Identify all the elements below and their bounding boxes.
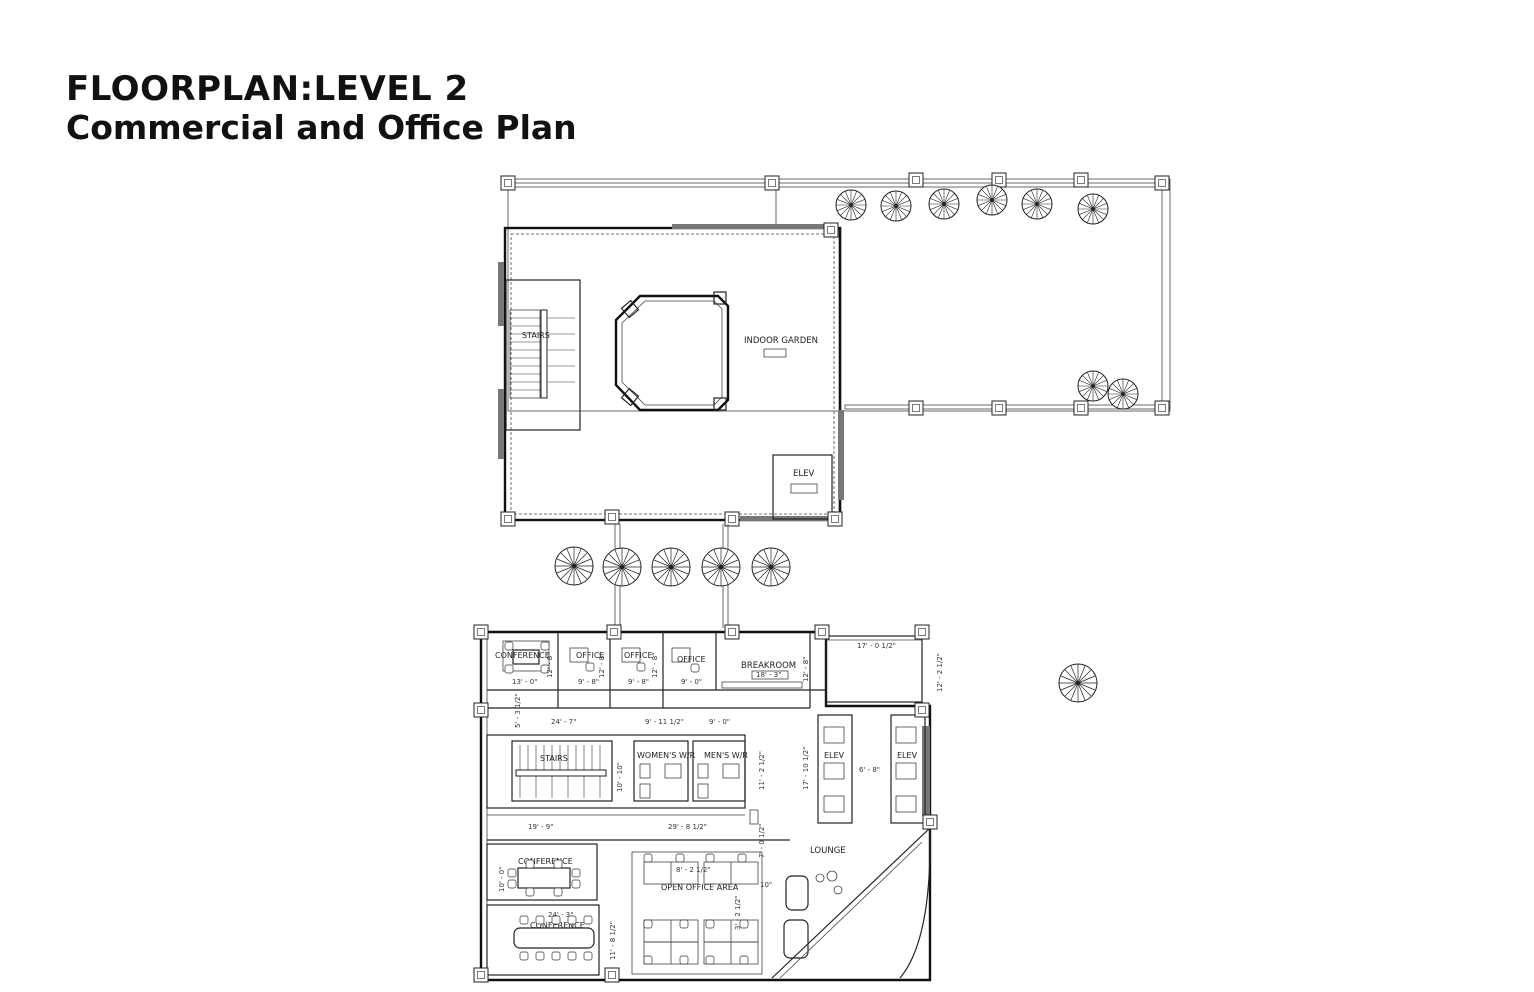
conference-3-room [486,904,600,976]
dim-wr-h: 11' - 2 1/2" [758,751,766,790]
title-block: FLOORPLAN:LEVEL 2 Commercial and Office … [66,70,577,148]
open-office-area [631,851,763,975]
dim-conf1-w: 13' - 0" [512,678,537,686]
dim-open-gap: 10" [760,881,772,889]
conference-3-label: CONFERENCE [530,921,585,930]
dim-elev-h: 17' - 10 1/2" [802,747,810,790]
dim-conf3-h: 11' - 8 1/2" [609,921,617,960]
stair-top-label: STAIRS [522,331,550,340]
indoor-garden-room [503,226,842,522]
dim-office2-h: 12' - 8" [651,653,659,678]
womens-washroom [633,740,689,802]
dim-open-w: 8' - 2 1/2" [676,866,711,874]
plan-title: FLOORPLAN:LEVEL 2 [66,69,469,109]
right-wing [825,635,923,703]
mens-washroom [692,740,746,802]
stair-bottom [511,740,613,802]
dim-breakroom-h: 12' - 8" [802,657,810,682]
conference-2-label: CONFERENCE [518,857,573,866]
elevator-left-label: ELEV [824,751,845,760]
dim-corr-w1: 24' - 7" [551,718,576,726]
dim-office1-h: 12' - 8" [598,653,606,678]
open-office-label: OPEN OFFICE AREA [661,883,739,892]
dim-open-h: 3' - 2 1/2" [734,895,742,930]
conference-2-room [486,843,598,901]
dim-elev-gap: 6' - 8" [859,766,880,774]
office-building: CONFERENCE 13' - 0" 12' - 8" OFFICE 9' -… [473,624,944,983]
stair-bottom-label: STAIRS [540,754,568,763]
womens-wr-label: WOMEN'S W/R [637,751,696,760]
dim-office2-w: 9' - 8" [628,678,649,686]
dim-stairs-h: 10' - 10" [616,762,624,792]
elevator-left [817,714,853,824]
conference-1-label: CONFERENCE [495,651,550,660]
elevator-right-label: ELEV [897,751,918,760]
walkway [554,524,791,628]
dim-conf3-w: 24' - 3" [548,911,573,919]
dim-office3-w: 9' - 0" [681,678,702,686]
dim-corridor-h: 5' - 3 1/2" [514,693,522,728]
elevator-top-label: ELEV [793,469,814,479]
plan-subtitle: Commercial and Office Plan [66,108,577,147]
lounge-sofa-2 [783,919,809,959]
dim-breakroom-w: 18' - 3" [756,671,781,679]
dim-corr-w2: 9' - 11 1/2" [645,718,684,726]
terrace-trees [835,184,1139,410]
dim-rightwing-h: 12' - 2 1/2" [936,653,944,692]
office-3-label: OFFICE [677,655,706,664]
curved-glazing [771,826,931,979]
dim-lower-w2: 29' - 8 1/2" [668,823,707,831]
indoor-garden-label: INDOOR GARDEN [744,336,818,346]
dim-conf1-h: 12' - 8" [546,653,554,678]
upper-pavilion: STAIRS INDOOR GARDEN ELEV [498,172,1171,527]
office-1-label: OFFICE [576,651,605,660]
elevator-top [772,454,833,520]
breakroom-label: BREAKROOM [741,661,796,671]
elevator-right [890,714,926,824]
dim-rightwing-w: 17' - 0 1/2" [857,642,896,650]
standalone-tree [1058,663,1098,703]
lounge-label: LOUNGE [810,846,846,856]
dim-conf2-h: 10' - 0" [498,867,506,892]
glazing-strip [672,224,832,229]
mens-wr-label: MEN'S W/R [704,751,748,760]
dim-office1-w: 9' - 8" [578,678,599,686]
dim-lower-h: 7' - 0 1/2" [758,823,766,858]
dim-lower-w1: 19' - 9" [528,823,553,831]
office-2-label: OFFICE [624,651,653,660]
stair-top [505,279,581,431]
dim-corr-w3: 9' - 0" [709,718,730,726]
lounge-sofa-1 [785,875,809,911]
